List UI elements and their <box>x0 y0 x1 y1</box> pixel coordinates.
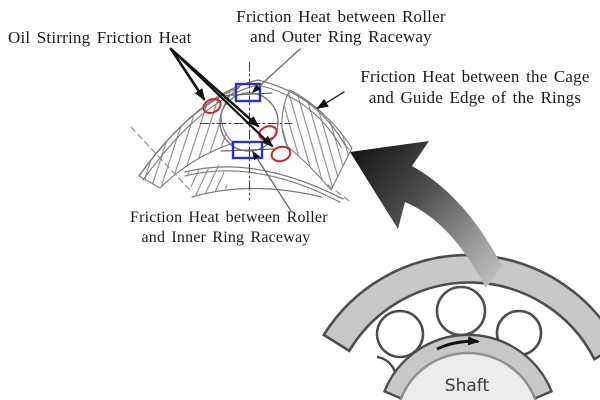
label-cage-line1: Friction Heat between the Cage <box>360 67 590 86</box>
bearing-section-drawing <box>130 47 370 212</box>
label-oil-stirring: Oil Stirring Friction Heat <box>8 28 192 47</box>
bearing-illustration: Shaft <box>322 253 600 400</box>
shaft-label: Shaft <box>445 376 490 396</box>
outer-ring-outer-surface <box>138 79 346 177</box>
label-inner-line1: Friction Heat between Roller <box>130 209 328 226</box>
label-inner-ring-raceway: Friction Heat between Roller and Inner R… <box>130 208 328 248</box>
zoom-callout-arrow <box>350 141 502 288</box>
outer-ring-section-right-hatch <box>281 89 353 191</box>
leader-inner-raceway <box>252 150 292 212</box>
leader-cage-guide <box>316 91 345 110</box>
label-outer-line2: and Outer Ring Raceway <box>250 27 432 46</box>
cage-pocket-marker-bottom <box>231 140 264 160</box>
rotation-arrow <box>436 336 480 351</box>
label-cage-guide-edge: Friction Heat between the Cage and Guide… <box>352 66 598 108</box>
leader-outer-raceway <box>251 48 301 94</box>
oil-stirring-arrows <box>169 47 274 148</box>
inner-ring-top-surface <box>184 166 344 200</box>
left-dashed-extension <box>130 126 191 191</box>
label-cage-line2: and Guide Edge of the Rings <box>368 88 582 107</box>
label-outer-line1: Friction Heat between Roller <box>236 7 446 26</box>
roller <box>375 309 425 359</box>
outer-ring <box>322 253 600 362</box>
friction-spot-inner-raceway <box>270 145 292 163</box>
shaft <box>399 351 537 400</box>
inner-raceway-contact-line <box>220 148 276 152</box>
right-inner-dashed-extension <box>327 184 353 204</box>
friction-spot-outer-raceway <box>202 97 222 115</box>
inner-ring-section-hatch <box>186 164 228 197</box>
label-inner-line2: and Inner Ring Raceway <box>141 229 311 246</box>
label-outer-ring-raceway: Friction Heat between Roller and Outer R… <box>228 7 454 47</box>
roller <box>435 285 487 337</box>
outer-raceway-contact-line <box>225 92 273 97</box>
